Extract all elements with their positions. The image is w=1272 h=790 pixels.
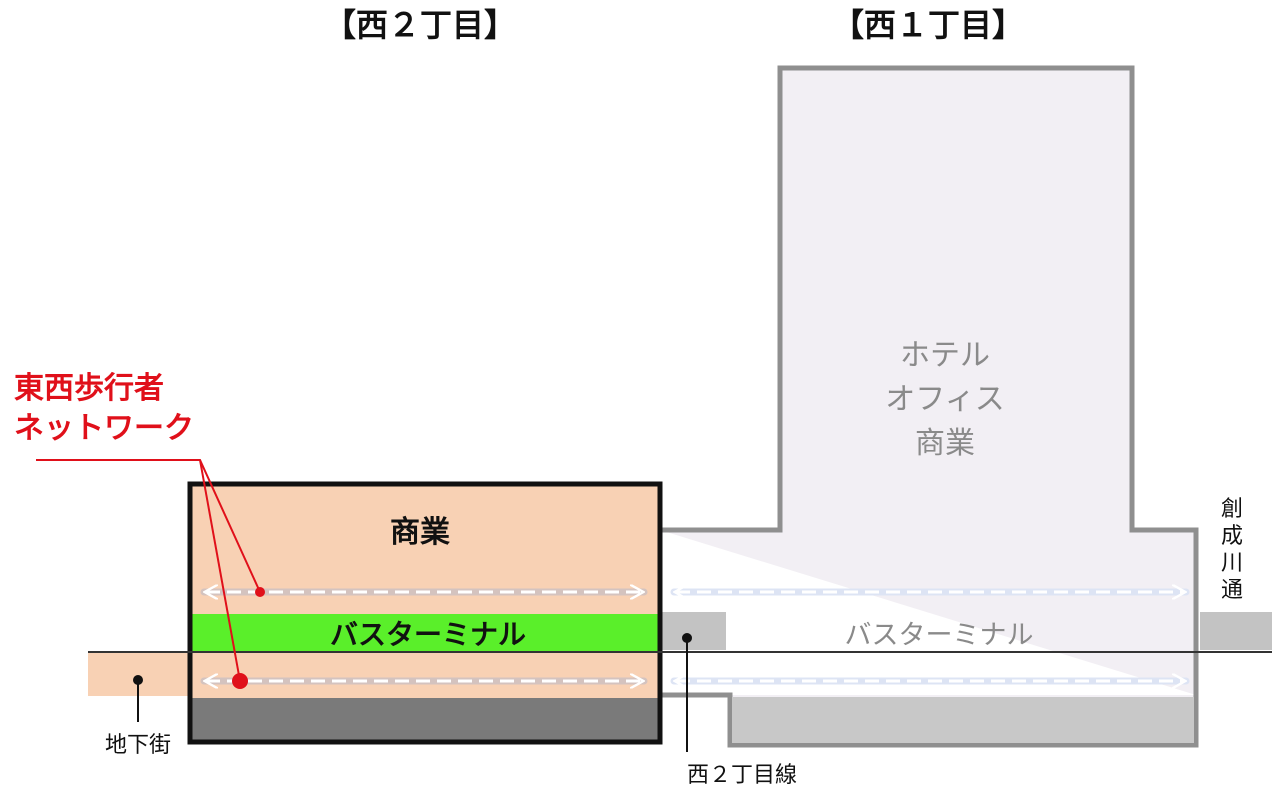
network-callout: 東西歩行者 ネットワーク	[14, 371, 265, 689]
west2-building: 商業 バスターミナル	[187, 481, 663, 745]
callout-dot-lower	[232, 673, 248, 689]
west1-body-fill	[660, 68, 1196, 745]
west1-terminal-stub	[660, 612, 726, 650]
west2-basement	[190, 698, 660, 742]
west1-basement-band	[732, 697, 1194, 743]
pedestrian-arrows	[200, 592, 1190, 681]
river-street-char-3: 川	[1221, 551, 1243, 576]
west1-tower-label-office: オフィス	[885, 382, 1004, 417]
river-street-char-2: 成	[1221, 524, 1243, 549]
river-street-strip	[1200, 612, 1272, 650]
west2-outline	[187, 481, 663, 745]
underground-mall-label: 地下街	[105, 733, 171, 758]
callout-dot-upper	[255, 587, 265, 597]
river-street-char-1: 創	[1221, 497, 1243, 522]
underground-mall-dot	[133, 675, 143, 685]
river-street-char-4: 通	[1221, 578, 1243, 603]
west2-underground-floor	[190, 652, 660, 698]
street-line-dot	[682, 633, 692, 643]
underground-mall-strip	[88, 652, 192, 696]
west2-commercial-label: 商業	[390, 515, 450, 550]
west1-tower-label-commercial: 商業	[915, 426, 975, 461]
west1-bus-terminal-label: バスターミナル	[845, 620, 1034, 651]
west1-outline	[660, 65, 1199, 748]
network-callout-line1: 東西歩行者	[14, 371, 164, 406]
west1-tower-label-hotel: ホテル	[900, 338, 990, 373]
street-line-label: 西２丁目線	[687, 763, 797, 788]
network-callout-line2: ネットワーク	[14, 411, 194, 446]
west2-heading: 【西２丁目】	[324, 6, 516, 44]
callout-leader-lower	[199, 459, 241, 682]
river-street-label: 創 成 川 通	[1221, 497, 1243, 603]
west1-heading: 【西１丁目】	[832, 6, 1024, 44]
west1-building: バスターミナル ホテル オフィス 商業	[660, 65, 1199, 748]
west2-bus-terminal-floor	[190, 614, 660, 652]
west2-bus-terminal-label: バスターミナル	[330, 618, 526, 651]
